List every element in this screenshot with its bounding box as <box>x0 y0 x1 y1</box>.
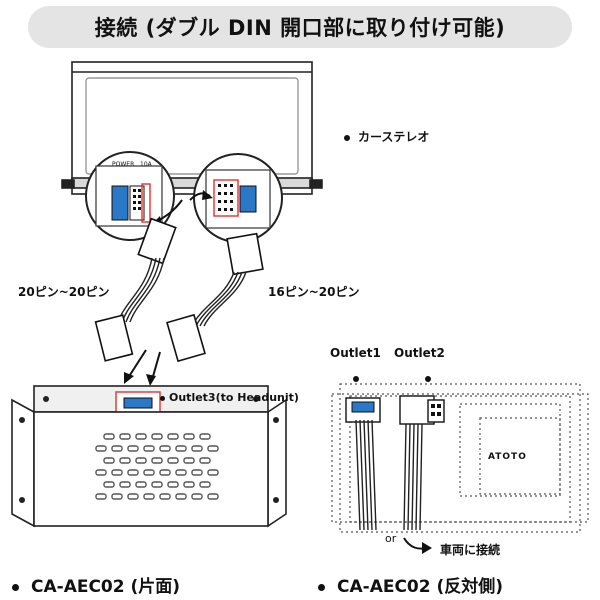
cable-16pin <box>166 232 264 363</box>
or-label: or <box>385 532 397 545</box>
outlet1-label: Outlet1 <box>330 346 381 360</box>
bullet-icon <box>12 583 19 591</box>
car-stereo-callout: カーステレオ <box>344 128 429 145</box>
title-banner: 接続 (ダブル DIN 開口部に取り付け可能) <box>28 6 572 48</box>
page-title: 接続 (ダブル DIN 開口部に取り付け可能) <box>94 16 506 40</box>
vehicle-connect-label: 車両に接続 <box>440 543 501 557</box>
outlet-markers <box>353 376 431 382</box>
product-right-label: CA-AEC02 (反対側) <box>337 577 504 597</box>
zoom-circle-left <box>85 151 175 241</box>
product-right-caption: CA-AEC02 (反対側) <box>318 572 503 597</box>
car-stereo-label: カーステレオ <box>358 130 430 144</box>
brand-logo: ATOTO <box>488 452 527 462</box>
unit-power-text: POWER <box>112 161 135 168</box>
product-left-label: CA-AEC02 (片面) <box>31 577 181 597</box>
outlet3-label: Outlet3(to Headunit) <box>169 391 299 404</box>
unit-amp-text: 10A <box>140 161 152 168</box>
wire-bundles <box>355 419 423 531</box>
arrow-down-left <box>127 349 147 379</box>
outlet3-callout: Outlet3(to Headunit) <box>160 391 299 404</box>
bullet-icon <box>160 395 165 401</box>
cable-left-label: 20ピン~20ピン <box>18 285 110 299</box>
outlet2-label: Outlet2 <box>394 346 445 360</box>
arrow-down-right <box>151 351 161 381</box>
bullet-icon <box>344 134 350 141</box>
product-left-caption: CA-AEC02 (片面) <box>12 572 180 597</box>
cable-20pin <box>94 217 177 362</box>
box-opposite-side <box>331 383 589 533</box>
box-one-side <box>11 385 287 528</box>
outlet-connectors <box>345 395 445 425</box>
vent-slots <box>95 433 219 500</box>
bullet-icon <box>318 583 325 591</box>
cable-right-label: 16ピン~20ピン <box>268 285 360 299</box>
